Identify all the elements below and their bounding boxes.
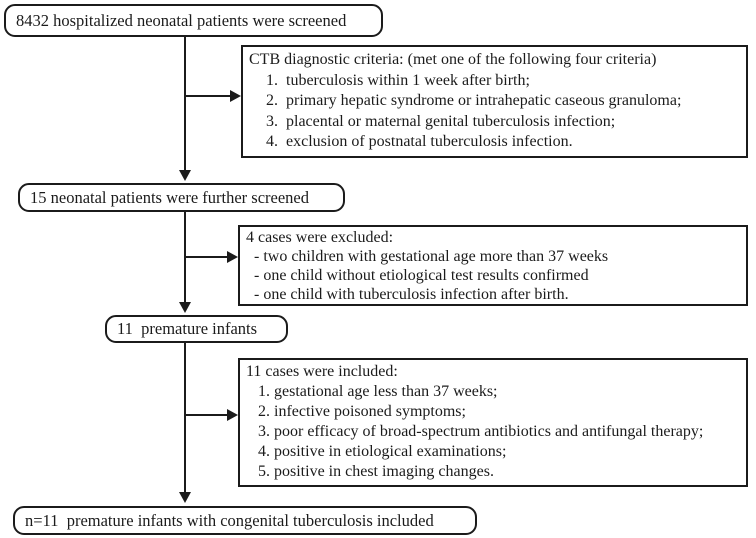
list-item: 3. poor efficacy of broad-spectrum antib… bbox=[258, 423, 704, 440]
list-item: 5. positive in chest imaging changes. bbox=[258, 463, 494, 480]
box-included-cases: 11 cases were included: 1. gestational a… bbox=[238, 358, 748, 487]
box-final-included: n=11 premature infants with congenital t… bbox=[13, 506, 477, 535]
box-further-screened-label: 15 neonatal patients were further screen… bbox=[30, 187, 309, 207]
box-premature-infants-label: 11 premature infants bbox=[117, 319, 258, 338]
excluded-items: - two children with gestational age more… bbox=[246, 247, 740, 304]
arrow-right-icon bbox=[227, 251, 238, 263]
criteria-title: CTB diagnostic criteria: (met one of the… bbox=[249, 51, 657, 68]
excluded-title: 4 cases were excluded: bbox=[246, 229, 394, 246]
list-item: 3. placental or maternal genital tubercu… bbox=[266, 112, 616, 130]
included-items: 1. gestational age less than 37 weeks; 2.… bbox=[246, 382, 740, 482]
list-item: 1. tuberculosis within 1 week after birt… bbox=[266, 71, 530, 89]
arrow-right-icon bbox=[227, 409, 238, 421]
connector-line-v1 bbox=[184, 37, 186, 171]
box-excluded-cases: 4 cases were excluded: - two children wi… bbox=[238, 225, 748, 306]
arrow-right-icon bbox=[230, 90, 241, 102]
list-item: 4. exclusion of postnatal tuberculosis i… bbox=[266, 133, 573, 150]
criteria-items: 1. tuberculosis within 1 week after birt… bbox=[249, 71, 740, 153]
box-further-screened: 15 neonatal patients were further screen… bbox=[18, 183, 345, 212]
connector-line-h2 bbox=[184, 256, 227, 258]
list-item: 2. infective poisoned symptoms; bbox=[258, 403, 466, 420]
list-item: 4. positive in etiological examinations; bbox=[258, 443, 507, 460]
list-item: - one child with tuberculosis infection … bbox=[254, 286, 569, 303]
list-item: - two children with gestational age more… bbox=[254, 248, 609, 265]
list-item: 1. gestational age less than 37 weeks; bbox=[258, 383, 498, 400]
connector-line-v3 bbox=[184, 343, 186, 493]
included-title: 11 cases were included: bbox=[246, 363, 398, 380]
list-item: 2. primary hepatic syndrome or intrahepa… bbox=[266, 92, 682, 109]
connector-line-h3 bbox=[184, 414, 227, 416]
box-diagnostic-criteria: CTB diagnostic criteria: (met one of the… bbox=[241, 45, 748, 158]
box-screened: 8432 hospitalized neonatal patients were… bbox=[4, 4, 383, 37]
box-final-included-label: n=11 premature infants with congenital t… bbox=[25, 510, 434, 530]
connector-line-h1 bbox=[184, 95, 230, 97]
box-premature-infants: 11 premature infants bbox=[105, 315, 288, 343]
arrow-down-icon bbox=[179, 170, 191, 181]
arrow-down-icon bbox=[179, 492, 191, 503]
list-item: - one child without etiological test res… bbox=[254, 267, 589, 284]
arrow-down-icon bbox=[179, 302, 191, 313]
box-screened-label: 8432 hospitalized neonatal patients were… bbox=[16, 10, 347, 30]
